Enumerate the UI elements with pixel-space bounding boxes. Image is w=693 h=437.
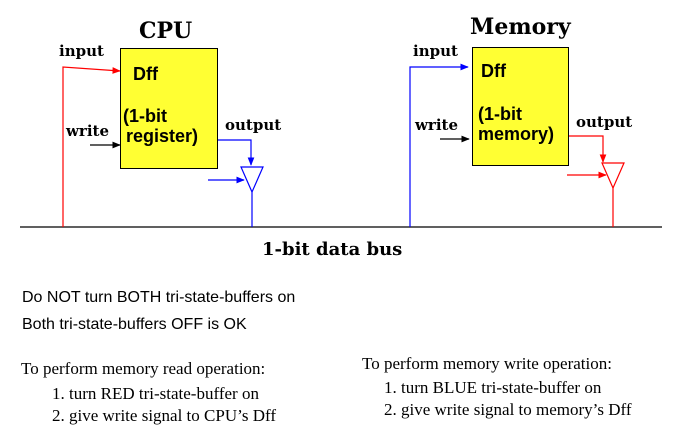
memory-box-line1: Dff	[481, 61, 506, 81]
read-op-step-2: 2. give write signal to CPU’s Dff	[52, 406, 276, 425]
memory-input-label: input	[413, 42, 458, 60]
memory-title: Memory	[470, 14, 571, 40]
cpu-box-line2: (1-bit	[123, 106, 167, 126]
cpu-box-line3: register)	[126, 126, 199, 146]
write-op-step-1: 1. turn BLUE tri-state-buffer on	[384, 378, 602, 397]
read-op-heading: To perform memory read operation:	[21, 359, 266, 378]
memory-box-line2: (1-bit	[478, 104, 522, 124]
cpu-tristate-buffer	[240, 166, 264, 194]
memory-output-wire	[568, 135, 607, 163]
write-op-step-2: 2. give write signal to memory’s Dff	[384, 400, 632, 419]
memory-box-line3: memory)	[478, 124, 555, 144]
cpu-box-line1: Dff	[133, 64, 158, 84]
cpu-output-wire	[217, 139, 255, 166]
memory-input-wire	[409, 63, 469, 227]
cpu-input-wire	[62, 66, 121, 227]
rule-line-2: Both tri-state-buffers OFF is OK	[22, 316, 247, 333]
memory-tristate-buffer	[601, 162, 625, 190]
data-bus-label: 1-bit data bus	[262, 239, 403, 260]
memory-box	[472, 47, 569, 166]
memory-output-label: output	[576, 113, 633, 131]
cpu-input-label: input	[59, 42, 104, 60]
memory-write-label: write	[415, 116, 458, 134]
cpu-write-label: write	[66, 122, 109, 140]
cpu-title: CPU	[139, 18, 193, 44]
cpu-register-box	[120, 48, 218, 169]
read-op-step-1: 1. turn RED tri-state-buffer on	[52, 384, 259, 403]
write-op-heading: To perform memory write operation:	[362, 354, 612, 373]
rule-line-1: Do NOT turn BOTH tri-state-buffers on	[22, 289, 296, 306]
cpu-output-label: output	[225, 116, 282, 134]
